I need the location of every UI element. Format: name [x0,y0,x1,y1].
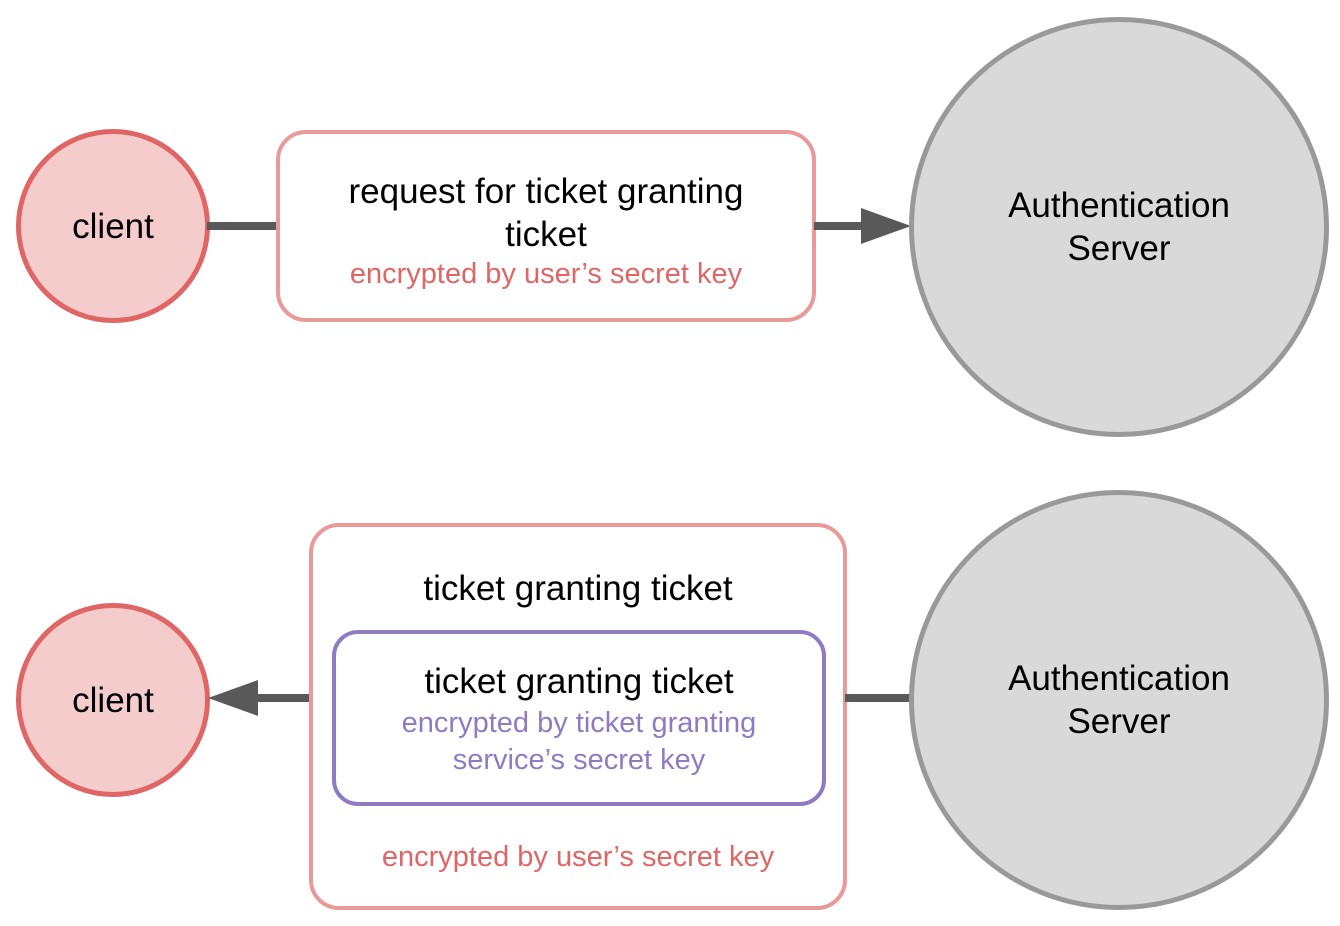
server-label-2-line1: Authentication [1008,659,1230,698]
arrowhead-left-icon [208,680,258,716]
outer-tgt-title: ticket granting ticket [423,569,733,608]
connector-client-to-request [207,222,278,230]
request-encryption-note: encrypted by user’s secret key [349,258,743,290]
request-title-line1: request for ticket granting [348,172,744,211]
client-node-1: client [16,129,210,323]
server-label-1-line1: Authentication [1008,186,1230,225]
connector-tgt-to-client [254,694,312,702]
connector-request-to-server [814,222,864,230]
client-label-2: client [72,680,154,720]
inner-tgt-encryption-line2: service’s secret key [452,744,706,776]
inner-tgt-encryption-line1: encrypted by ticket granting [401,707,757,739]
authentication-server-node-1: Authentication Server [909,17,1329,437]
tgt-response-message: ticket granting ticket ticket granting t… [309,523,847,910]
server-label-2-line2: Server [1067,702,1171,741]
inner-tgt-title: ticket granting ticket [424,662,734,701]
client-label-1: client [72,206,154,246]
authentication-server-node-2: Authentication Server [909,490,1329,910]
request-tgt-message: request for ticket granting ticket encry… [276,130,816,322]
server-label-1-line2: Server [1067,229,1171,268]
request-title-line2: ticket [505,215,587,254]
inner-tgt-box: ticket granting ticket encrypted by tick… [332,630,826,806]
outer-tgt-encryption-note: encrypted by user’s secret key [381,841,775,873]
arrowhead-right-icon [861,208,911,244]
connector-server-to-tgt [845,694,913,702]
client-node-2: client [16,603,210,797]
